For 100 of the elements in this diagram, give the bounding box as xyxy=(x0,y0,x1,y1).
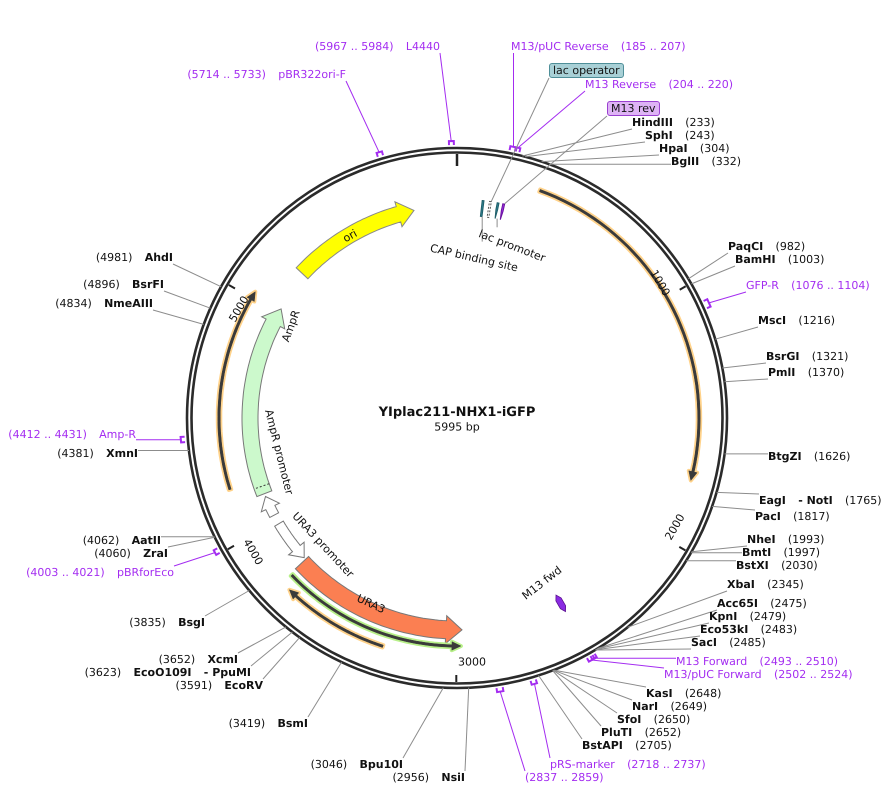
leader-line xyxy=(262,636,300,680)
leader-line xyxy=(594,648,692,650)
leader-line xyxy=(513,52,514,148)
primer-label: (5967 .. 5984) L4440 xyxy=(315,40,440,53)
cut-site-label: (4381) XmnI xyxy=(57,447,138,460)
cut-site-label: BsrGI (1321) xyxy=(766,350,848,363)
leader-line xyxy=(440,52,452,142)
cut-site-label: NarI (2649) xyxy=(632,700,708,713)
leader-line xyxy=(712,506,756,510)
cut-site-label: Eco53kI (2483) xyxy=(700,623,798,636)
leader-line xyxy=(591,660,664,668)
cut-site-label: (3591) EcoRV xyxy=(176,679,263,692)
leader-line xyxy=(722,362,766,368)
cut-site-label: KasI (2648) xyxy=(646,687,722,700)
cut-site-label: MscI (1216) xyxy=(758,314,835,327)
leader-line xyxy=(627,590,728,628)
leader-line xyxy=(688,252,728,280)
scale-label: 3000 xyxy=(458,655,486,668)
map-title: YIplac211-NHX1-iGFP xyxy=(378,406,536,419)
cut-site-label: (4981) AhdI xyxy=(96,251,173,264)
primer-label: (5714 .. 5733) pBR322ori-F xyxy=(187,68,346,81)
cut-site-label: (3623) EcoO109I - PpuMI xyxy=(84,666,251,679)
leader-line xyxy=(690,266,736,284)
cut-site-label: (3835) BsgI xyxy=(129,616,205,629)
leader-line xyxy=(160,536,215,538)
feature-mark xyxy=(500,203,506,220)
leader-line xyxy=(138,450,190,451)
feature-segment xyxy=(216,290,258,492)
primer-label: M13 Reverse (204 .. 220) xyxy=(585,78,734,91)
leader-line xyxy=(136,439,182,440)
cut-site-label: (3652) XcmI xyxy=(158,653,238,666)
leader-line xyxy=(708,292,746,304)
leader-line xyxy=(595,636,700,650)
cut-site-label: PacI (1817) xyxy=(755,510,830,523)
primer-label: GFP-R (1076 .. 1104) xyxy=(746,279,870,292)
primer-label: M13/pUC Reverse (185 .. 207) xyxy=(511,40,686,53)
leader-line xyxy=(724,453,768,454)
leader-line xyxy=(690,552,742,554)
leader-line xyxy=(490,78,550,202)
feature-tag: lac operator xyxy=(549,63,624,78)
leader-line xyxy=(504,116,608,204)
leader-line xyxy=(541,154,660,162)
leader-line xyxy=(552,670,602,726)
feature-segment: ori xyxy=(296,200,415,280)
cut-site-label: (4834) NmeAIII xyxy=(55,297,153,310)
cut-site-label: (4896) BsrFI xyxy=(83,278,164,291)
cut-site-label: SphI (243) xyxy=(645,129,715,142)
leader-line xyxy=(714,326,758,340)
leader-line xyxy=(716,492,760,494)
cut-site-label: EagI - NotI (1765) xyxy=(759,494,882,507)
leader-line xyxy=(548,164,672,165)
cut-site-label: (3046) Bpu10I xyxy=(310,758,403,771)
leader-line xyxy=(238,626,286,654)
cut-site-label: BtgZI (1626) xyxy=(768,450,850,463)
cut-site-label: (4062) AatII xyxy=(82,534,161,547)
leader-line xyxy=(172,264,222,288)
leader-line xyxy=(691,546,748,552)
leader-line xyxy=(522,128,632,156)
cut-site-label: Acc65I (2475) xyxy=(717,597,807,610)
primer-label: pRS-marker (2718 .. 2737) xyxy=(550,758,706,771)
cut-site-label: BstXI (2030) xyxy=(736,559,818,572)
leader-line xyxy=(552,670,618,714)
cut-site-label: BmtI (1997) xyxy=(742,546,820,559)
feature-mark xyxy=(486,200,492,218)
leader-line xyxy=(402,687,444,758)
leader-line xyxy=(518,90,586,148)
leader-line xyxy=(597,610,718,649)
cut-site-label: SfoI (2650) xyxy=(617,713,690,726)
leader-line xyxy=(464,687,470,772)
cut-site-label: SacI (2485) xyxy=(691,636,766,649)
leader-line xyxy=(346,80,380,153)
leader-line xyxy=(686,560,736,562)
leader-line xyxy=(524,142,646,158)
leader-line xyxy=(594,658,676,659)
leader-line xyxy=(534,683,550,758)
primer-label: M13 Forward (2493 .. 2510) xyxy=(676,655,838,668)
cut-site-label: KpnI (2479) xyxy=(709,610,786,623)
leader-line xyxy=(552,670,632,700)
cut-site-label: (4060) ZraI xyxy=(94,547,168,560)
leader-line xyxy=(164,290,211,309)
leader-line xyxy=(724,378,768,382)
leader-line xyxy=(250,632,293,666)
cut-site-label: NheI (1993) xyxy=(747,533,824,546)
feature-mark xyxy=(494,202,500,220)
leader-line xyxy=(553,670,646,688)
leader-line xyxy=(204,590,250,616)
feature-tag: M13 rev xyxy=(607,101,660,116)
primer-label: (4003 .. 4021) pBRforEco xyxy=(26,566,174,579)
cut-site-label: XbaI (2345) xyxy=(727,578,804,591)
feature-mark xyxy=(480,200,485,218)
leader-line xyxy=(500,691,526,772)
leader-line xyxy=(168,536,216,548)
cut-site-label: PmlI (1370) xyxy=(768,366,844,379)
primer-label: M13/pUC Forward (2502 .. 2524) xyxy=(664,668,853,681)
cut-site-label: (3419) BsmI xyxy=(228,717,308,730)
cut-site-label: PaqCI (982) xyxy=(728,240,806,253)
leader-line xyxy=(496,218,498,228)
leader-line xyxy=(152,310,204,325)
leader-line xyxy=(174,552,216,566)
cut-site-label: PluTI (2652) xyxy=(601,726,682,739)
